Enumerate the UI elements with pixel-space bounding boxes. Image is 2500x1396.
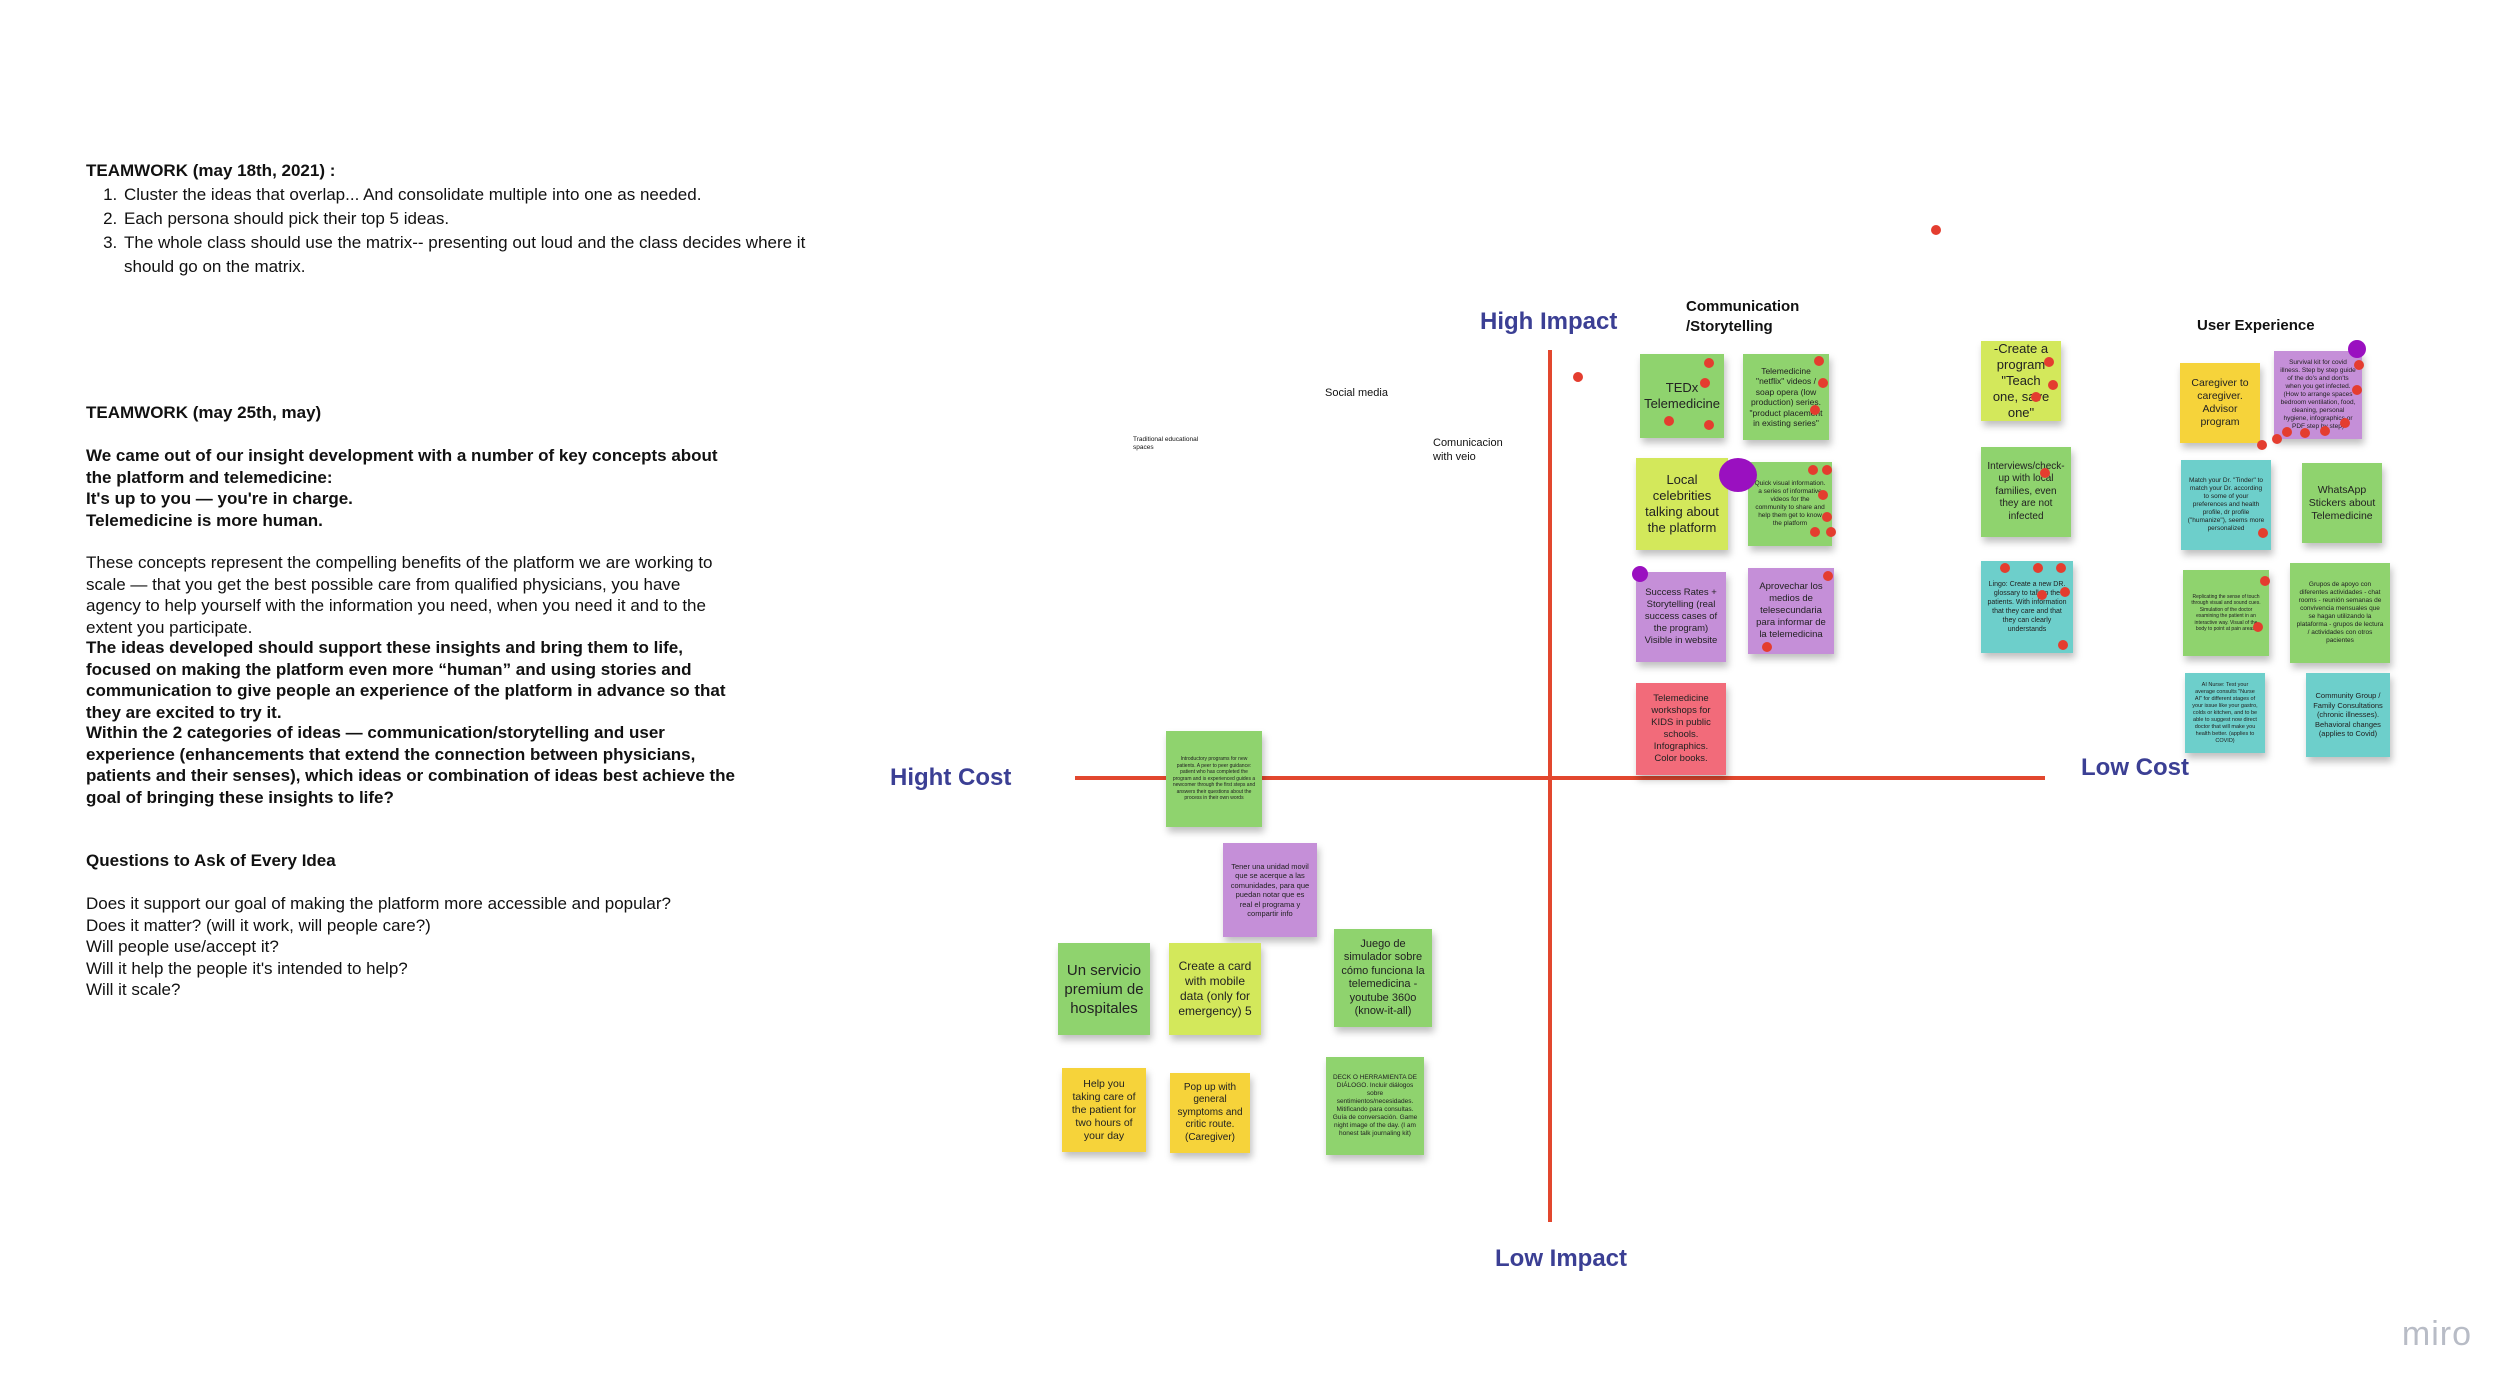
questions-title: Questions to Ask of Every Idea (86, 851, 336, 870)
low-impact-label: Low Impact (1495, 1245, 1628, 1272)
concepts-block: We came out of our insight development w… (86, 445, 726, 531)
note-netflix[interactable]: Telemedicine "netflix" videos / soap ope… (1743, 354, 1829, 440)
note-whatsapp[interactable]: WhatsApp Stickers about Telemedicine (2302, 463, 2382, 543)
paragraph-1: These concepts represent the compelling … (86, 553, 713, 637)
vote-dot[interactable] (2060, 587, 2070, 597)
note-interviews[interactable]: Interviews/check-up with local families,… (1981, 447, 2071, 537)
vote-dot[interactable] (2040, 468, 2050, 478)
vote-dot[interactable] (1573, 372, 1583, 382)
note-tener-unidad[interactable]: Tener una unidad movil que se acerque a … (1223, 843, 1317, 937)
question-item: Will it scale? (86, 980, 181, 999)
note-ux-touch[interactable]: Replicating the sense of touch through v… (2183, 570, 2269, 656)
vote-dot[interactable] (1700, 378, 1710, 388)
vote-dot[interactable] (2352, 385, 2362, 395)
vote-dot[interactable] (2354, 360, 2364, 370)
vote-dot[interactable] (1814, 356, 1824, 366)
vote-dot[interactable] (2044, 357, 2054, 367)
vote-dot[interactable] (1762, 642, 1772, 652)
vote-dot[interactable] (1810, 527, 1820, 537)
floating-traditional[interactable]: Traditional educational spaces (1133, 436, 1199, 451)
vote-dot[interactable] (1810, 405, 1820, 415)
vote-dot[interactable] (2340, 418, 2350, 428)
vote-dot[interactable] (1704, 420, 1714, 430)
vote-dot[interactable] (1931, 225, 1941, 235)
vote-dot[interactable] (2058, 640, 2068, 650)
paragraph-3: Within the 2 categories of ideas — commu… (86, 723, 736, 807)
vote-dot[interactable] (1823, 571, 1833, 581)
vote-dot[interactable] (1808, 465, 1818, 475)
note-glossary[interactable]: Lingo: Create a new DR. glossary to talk… (1981, 561, 2073, 653)
step-item: Each persona should pick their top 5 ide… (122, 207, 822, 231)
high-impact-label: High Impact (1480, 308, 1618, 335)
vote-dot[interactable] (2257, 440, 2267, 450)
question-item: Does it matter? (will it work, will peop… (86, 915, 431, 935)
note-help-you[interactable]: Help you taking care of the patient for … (1062, 1068, 1146, 1152)
note-success-rates[interactable]: Success Rates + Storytelling (real succe… (1636, 572, 1726, 662)
vote-dot-purple[interactable] (2348, 340, 2366, 358)
note-cost-green[interactable]: Introductory programs for new patients. … (1166, 731, 1262, 827)
note-juego[interactable]: Juego de simulador sobre cómo funciona l… (1334, 929, 1432, 1027)
paragraph-2: The ideas developed should support these… (86, 638, 726, 722)
vote-dot[interactable] (2260, 576, 2270, 586)
horizontal-axis (1075, 776, 2045, 780)
note-aprovechar[interactable]: Aprovechar los medios de telesecundaria … (1748, 568, 1834, 654)
vote-dot[interactable] (2056, 563, 2066, 573)
question-item: Will it help the people it's intended to… (86, 958, 408, 978)
note-pop-up[interactable]: Pop up with general symptoms and critic … (1170, 1073, 1250, 1153)
concept-1: It's up to you — you're in charge. (86, 489, 353, 508)
category-user-experience: User Experience (2197, 317, 2315, 334)
note-teach-one[interactable]: -Create a program "Teach one, save one" (1981, 341, 2061, 421)
note-tinder[interactable]: Match your Dr. "Tinder" to match your Dr… (2181, 460, 2271, 550)
instructions-steps: Cluster the ideas that overlap... And co… (86, 183, 822, 279)
high-cost-label: Hight Cost (890, 764, 1012, 791)
concepts-intro: We came out of our insight development w… (86, 446, 718, 487)
note-caregiver[interactable]: Caregiver to caregiver. Advisor program (2180, 363, 2260, 443)
vote-dot[interactable] (1822, 512, 1832, 522)
note-ai-nurse[interactable]: AI Nurse: Test your average consults "Nu… (2185, 673, 2265, 753)
step-item: Cluster the ideas that overlap... And co… (122, 183, 822, 207)
vote-dot[interactable] (1704, 358, 1714, 368)
note-servicio-premium[interactable]: Un servicio premium de hospitales (1058, 943, 1150, 1035)
note-workshops[interactable]: Telemedicine workshops for KIDS in publi… (1636, 683, 1726, 775)
vote-dot[interactable] (1664, 416, 1674, 426)
question-item: Will people use/accept it? (86, 937, 279, 956)
note-create-card[interactable]: Create a card with mobile data (only for… (1169, 943, 1261, 1035)
note-local-celebrities[interactable]: Local celebrities talking about the plat… (1636, 458, 1728, 550)
vote-dot[interactable] (2258, 528, 2268, 538)
instructions-title-2: TEAMWORK (may 25th, may) (86, 403, 322, 422)
vote-dot-purple[interactable] (1719, 458, 1757, 492)
vote-dot[interactable] (2031, 392, 2041, 402)
vote-dot[interactable] (2300, 428, 2310, 438)
vote-dot[interactable] (2033, 563, 2043, 573)
vote-dot[interactable] (2000, 563, 2010, 573)
low-cost-label: Low Cost (2081, 754, 2189, 781)
note-grupos[interactable]: Grupos de apoyo con diferentes actividad… (2290, 563, 2390, 663)
vote-dot-purple[interactable] (1632, 566, 1648, 582)
miro-logo[interactable]: miro (2401, 1315, 2472, 1353)
category-communication: Communication /Storytelling (1686, 298, 1800, 335)
vote-dot[interactable] (1826, 527, 1836, 537)
floating-social-media[interactable]: Social media (1325, 387, 1388, 399)
vote-dot[interactable] (2048, 380, 2058, 390)
floating-comunicacion[interactable]: Comunicacion with veio (1433, 437, 1503, 463)
vote-dot[interactable] (2037, 590, 2047, 600)
questions-list: Does it support our goal of making the p… (86, 893, 786, 1001)
note-survival-kit[interactable]: Survival kit for covid illness. Step by … (2274, 351, 2362, 439)
note-kiosk[interactable]: DECK O HERRAMIENTA DE DIÁLOGO. Incluir d… (1326, 1057, 1424, 1155)
vote-dot[interactable] (1818, 378, 1828, 388)
vote-dot[interactable] (1818, 490, 1828, 500)
vote-dot[interactable] (2320, 426, 2330, 436)
vertical-axis (1548, 350, 1552, 1222)
vote-dot[interactable] (2282, 427, 2292, 437)
question-item: Does it support our goal of making the p… (86, 894, 671, 913)
vote-dot[interactable] (2272, 434, 2282, 444)
vote-dot[interactable] (1822, 465, 1832, 475)
concept-2: Telemedicine is more human. (86, 510, 323, 530)
step-item: The whole class should use the matrix-- … (122, 231, 822, 279)
vote-dot[interactable] (2253, 622, 2263, 632)
instructions-title-1: TEAMWORK (may 18th, 2021) : (86, 161, 336, 180)
note-community[interactable]: Community Group / Family Consultations (… (2306, 673, 2390, 757)
